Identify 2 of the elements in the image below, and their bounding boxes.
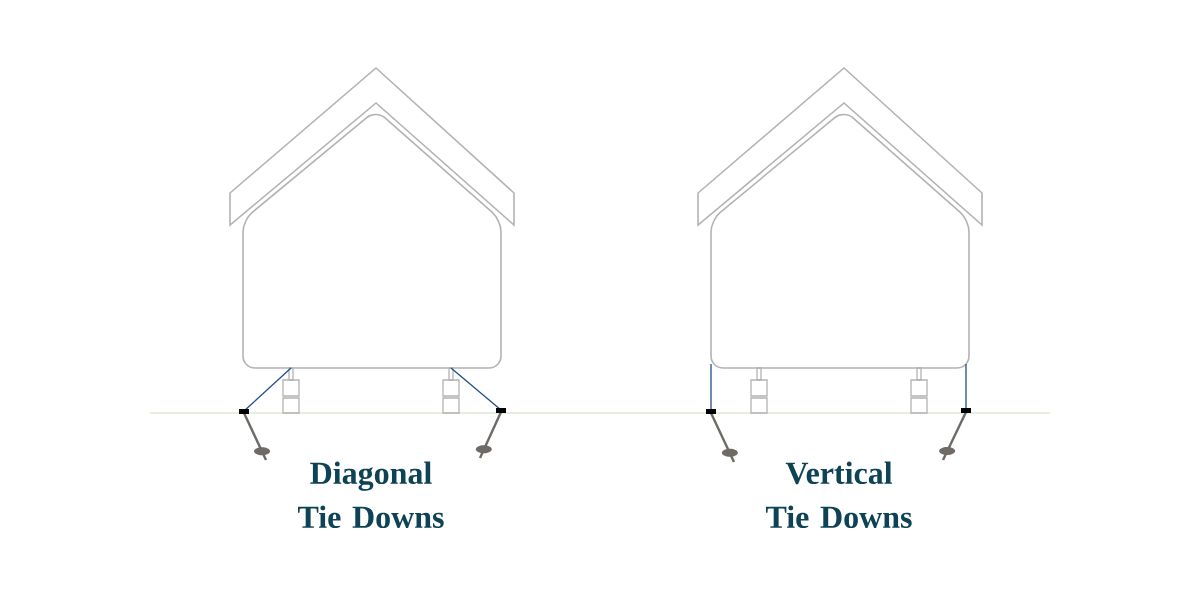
caption: Vertical Tie Downs bbox=[766, 461, 912, 529]
caption: Diagonal Tie Downs bbox=[298, 461, 444, 529]
